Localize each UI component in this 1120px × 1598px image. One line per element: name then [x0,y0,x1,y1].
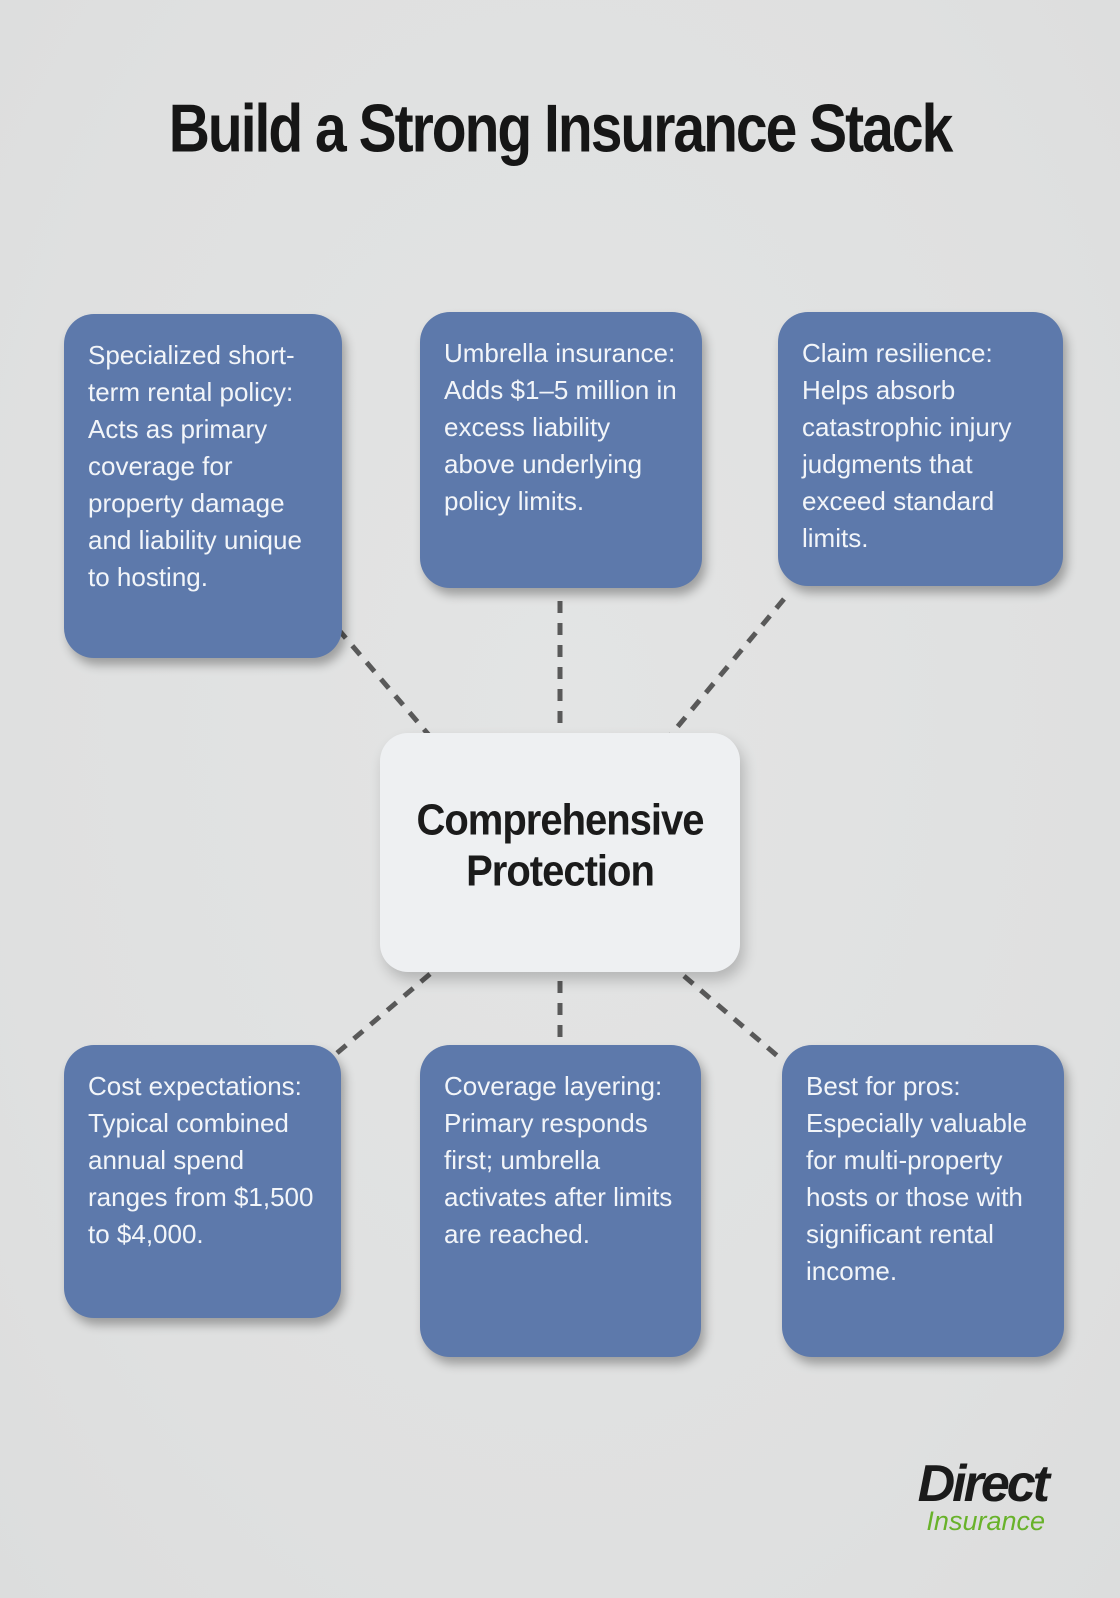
card-text: Cost expectations: Typical combined annu… [88,1071,314,1249]
card-best-for-pros: Best for pros: Especially valuable for m… [782,1045,1064,1357]
center-node-comprehensive-protection: Comprehensive Protection [380,733,740,972]
connector-top-right [667,597,786,739]
logo-primary-text: Direct [917,1455,1050,1513]
card-text: Umbrella insurance: Adds $1–5 million in… [444,338,677,516]
card-short-term-rental-policy: Specialized short-term rental policy: Ac… [64,314,342,658]
brand-logo: Direct Insurance [917,1455,1050,1536]
card-coverage-layering: Coverage layering: Primary responds firs… [420,1045,701,1357]
center-node-label: Comprehensive Protection [416,796,704,895]
card-text: Claim resilience: Helps absorb catastrop… [802,338,1012,553]
page-title: Build a Strong Insurance Stack [168,91,954,167]
connector-bottom-left [328,972,432,1061]
card-cost-expectations: Cost expectations: Typical combined annu… [64,1045,341,1318]
connector-top-left [336,627,442,750]
card-umbrella-insurance: Umbrella insurance: Adds $1–5 million in… [420,312,702,588]
logo-secondary-text: Insurance [926,1506,1045,1536]
card-text: Specialized short-term rental policy: Ac… [88,340,302,592]
card-text: Coverage layering: Primary responds firs… [444,1071,673,1249]
card-claim-resilience: Claim resilience: Helps absorb catastrop… [778,312,1063,586]
card-text: Best for pros: Especially valuable for m… [806,1071,1028,1286]
connector-bottom-right [682,974,783,1061]
